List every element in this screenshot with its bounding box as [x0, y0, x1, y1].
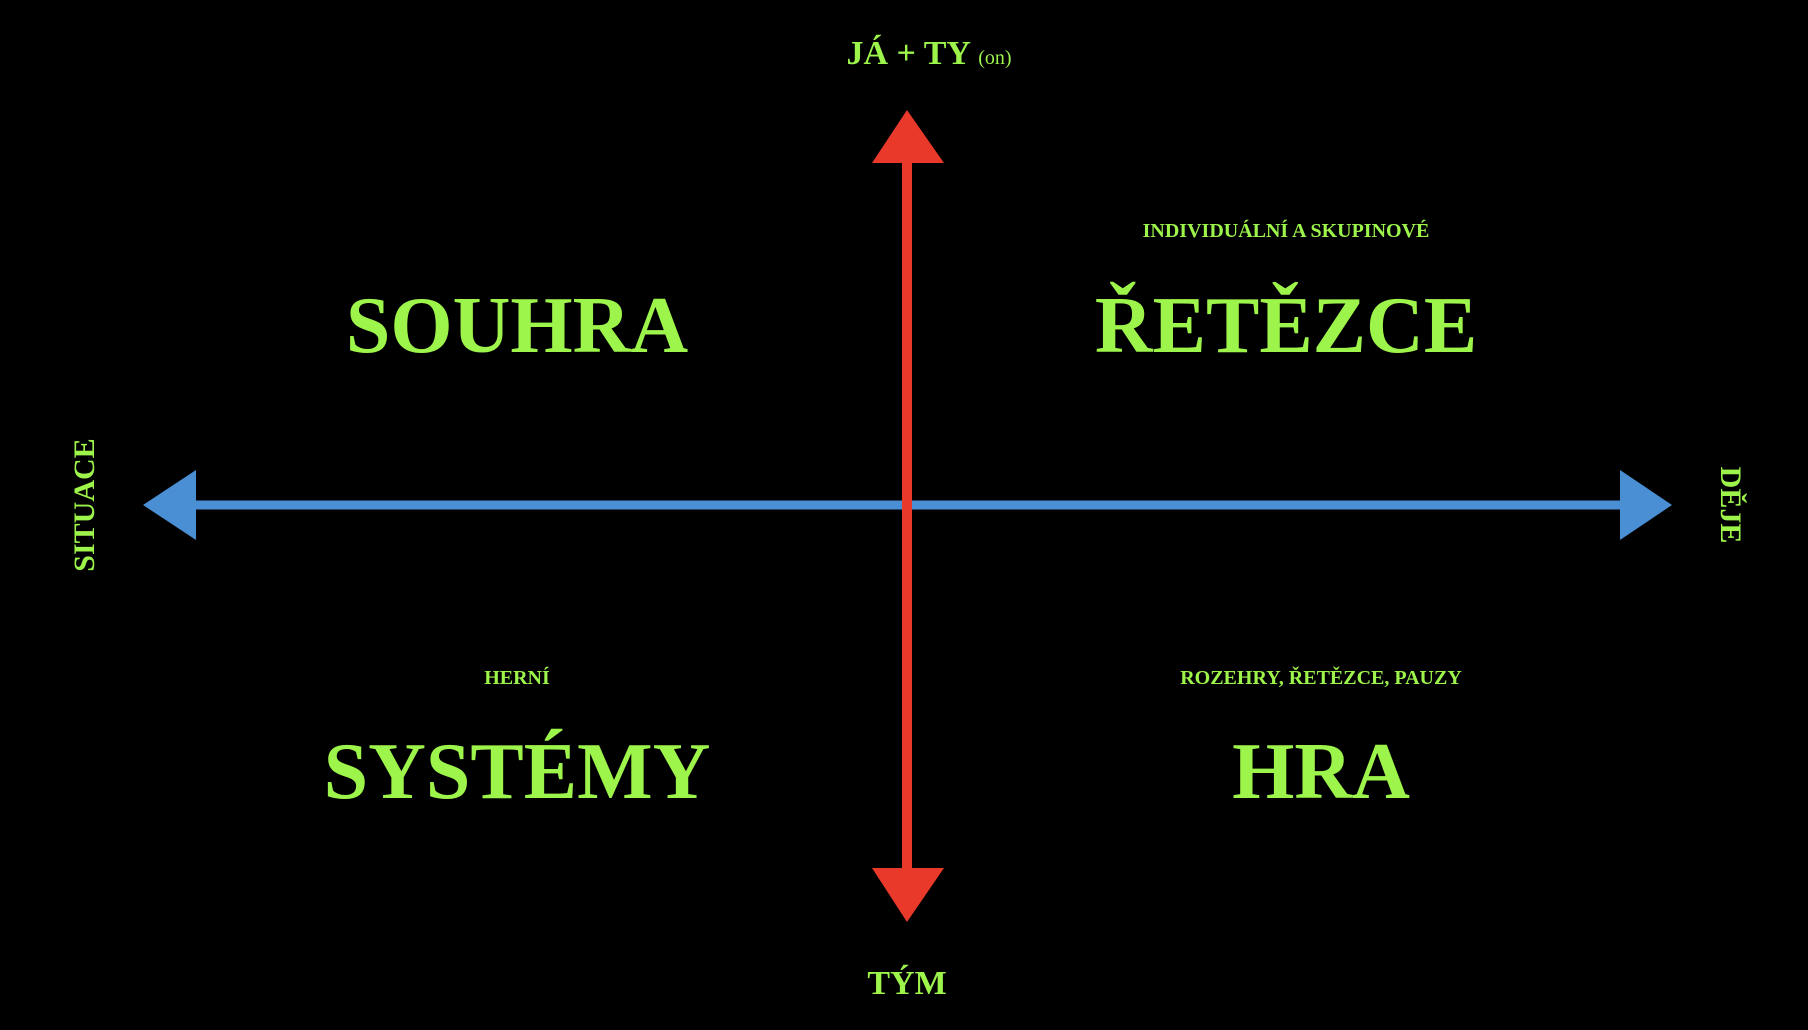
axis-top-note: (on)	[978, 47, 1012, 69]
axis-label-top: JÁ + TY (on)	[846, 37, 1011, 71]
up-arrowhead	[872, 110, 944, 163]
left-arrowhead	[143, 470, 196, 540]
axis-top-text: JÁ + TY	[846, 35, 970, 72]
right-arrowhead	[1620, 470, 1672, 540]
axis-label-bottom: TÝM	[867, 965, 947, 1002]
axis-label-left: SITUACE	[68, 438, 101, 572]
quadrant-subtitle-top-right: INDIVIDUÁLNÍ A SKUPINOVÉ	[1142, 220, 1430, 242]
down-arrowhead	[872, 868, 944, 922]
axis-label-right: DĚJE	[1714, 466, 1747, 544]
quadrant-title-retezce: ŘETĚZCE	[1094, 282, 1478, 370]
quadrant-title-hra: HRA	[1232, 728, 1410, 816]
quadrant-title-systemy: SYSTÉMY	[323, 728, 711, 816]
quadrant-subtitle-bottom-left: HERNÍ	[484, 667, 550, 689]
quadrant-subtitle-bottom-right: ROZEHRY, ŘETĚZCE, PAUZY	[1180, 667, 1462, 689]
quadrant-title-souhra: SOUHRA	[345, 282, 689, 370]
